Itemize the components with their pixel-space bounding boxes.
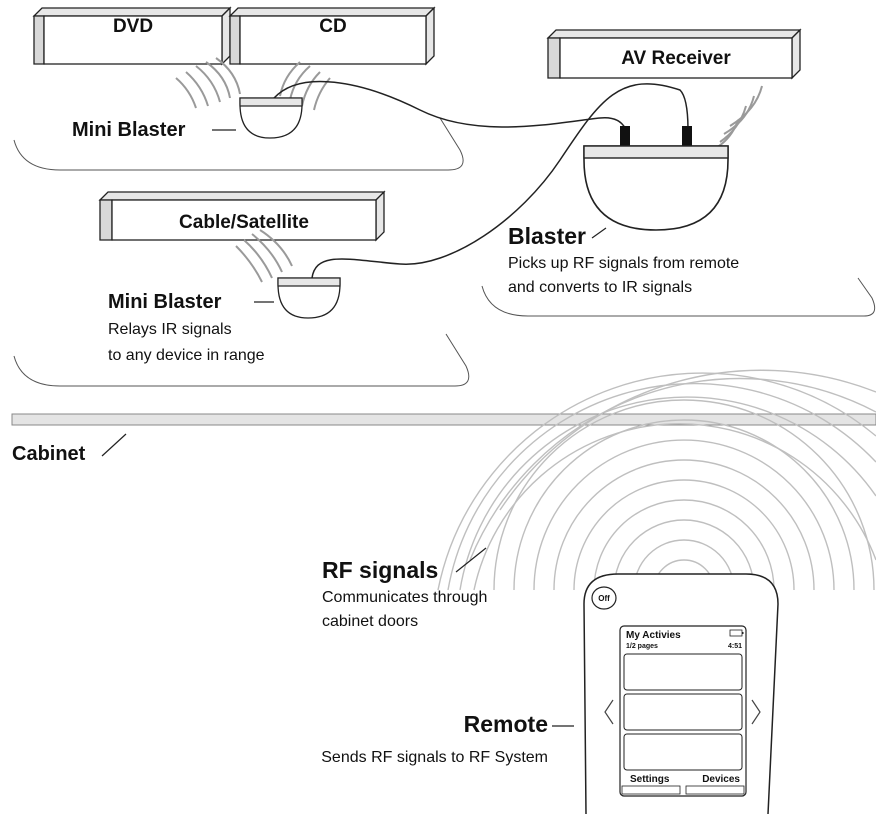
remote-off-label: Off: [598, 594, 610, 603]
rf-desc-line-2: cabinet doors: [322, 613, 418, 630]
activity-slot-3[interactable]: [623, 733, 743, 771]
battery-icon: [729, 629, 744, 637]
left-arrow-icon[interactable]: [604, 699, 614, 725]
right-arrow-icon[interactable]: [751, 699, 761, 725]
blaster-desc-line-2: and converts to IR signals: [508, 279, 692, 296]
shelf-right: [481, 277, 876, 317]
cabinet-door: [11, 413, 876, 426]
blaster-device: [583, 126, 729, 231]
device-label-av-receiver: AV Receiver: [621, 48, 731, 69]
device-label-cd: CD: [319, 16, 346, 37]
device-label-dvd: DVD: [113, 16, 153, 37]
shelf-top: [13, 117, 464, 171]
mini-blaster-bottom-label: Mini Blaster: [108, 291, 222, 313]
cabinet-label: Cabinet: [12, 443, 86, 465]
rf-signals-leader: [455, 547, 487, 573]
blaster-label: Blaster: [508, 223, 586, 249]
soft-key-right[interactable]: [685, 785, 745, 795]
blaster-leader: [591, 227, 607, 239]
screen-title: My Activies: [626, 630, 681, 641]
blaster-desc-line-1: Picks up RF signals from remote: [508, 255, 739, 272]
remote-off-button[interactable]: [591, 586, 617, 610]
rf-desc-line-1: Communicates through: [322, 589, 487, 606]
ir-waves-cable-satellite: [235, 229, 293, 283]
cable-bottom-mini-blaster: [311, 83, 689, 279]
mini-blaster-top-device: [239, 97, 303, 139]
device-box-dvd: DVD: [32, 6, 232, 66]
soft-key-left[interactable]: [621, 785, 681, 795]
rf-signals-label: RF signals: [322, 557, 438, 583]
mini-blaster-bottom-device: [277, 277, 341, 319]
remote-label: Remote: [464, 711, 548, 737]
cable-top-mini-blaster: [273, 80, 627, 131]
activity-slot-2[interactable]: [623, 693, 743, 731]
device-box-cd: CD: [228, 6, 436, 66]
device-label-cable-satellite: Cable/Satellite: [179, 212, 309, 233]
mini-blaster-top-label: Mini Blaster: [72, 119, 186, 141]
shelf-middle-left: [13, 333, 470, 387]
remote-desc: Sends RF signals to RF System: [321, 749, 548, 766]
ir-waves-av-receiver: [715, 85, 763, 149]
device-box-cable-satellite: Cable/Satellite: [98, 190, 386, 242]
screen-devices-button[interactable]: Devices: [702, 774, 740, 785]
cabinet-leader: [101, 433, 127, 457]
remote-control: Off My Activies 1/2 pages 4:51 Settings …: [583, 573, 779, 814]
rf-signal-arcs: [437, 369, 876, 591]
device-box-av-receiver: AV Receiver: [546, 28, 802, 80]
screen-time: 4:51: [728, 643, 742, 650]
screen-settings-button[interactable]: Settings: [630, 774, 670, 785]
activity-slot-1[interactable]: [623, 653, 743, 691]
mini-blaster-desc-line-1: Relays IR signals: [108, 321, 232, 338]
ir-waves-dvd: [175, 57, 241, 109]
mini-blaster-desc-line-2: to any device in range: [108, 347, 265, 364]
screen-pages: 1/2 pages: [626, 643, 658, 650]
